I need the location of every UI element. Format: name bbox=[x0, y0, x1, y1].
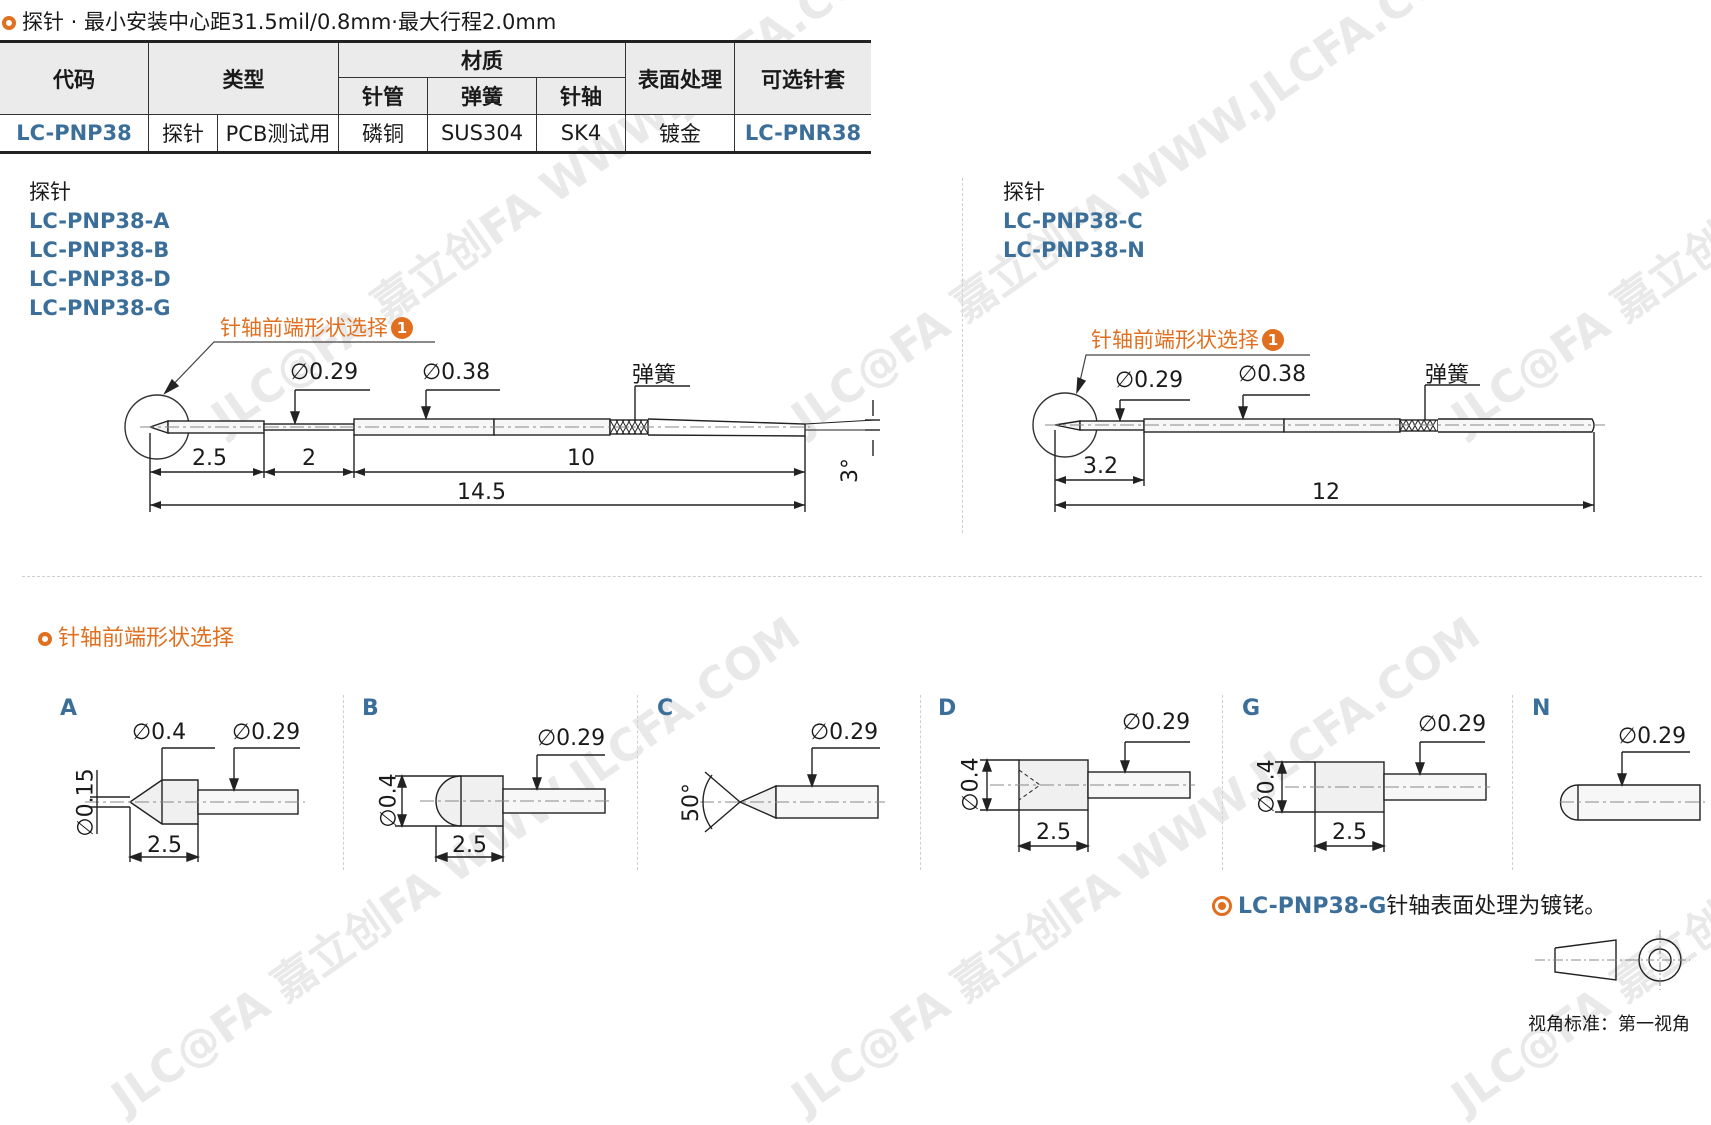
table-row: LC-PNP38 探针 PCB测试用 磷铜 SUS304 SK4 镀金 LC-P… bbox=[0, 114, 871, 154]
n-dim-shaft: ∅0.29 bbox=[1618, 724, 1687, 749]
left-dim-d029: ∅0.29 bbox=[290, 360, 359, 385]
circle-bullet-icon bbox=[2, 16, 16, 30]
page-title-text: 探针 · 最小安装中心距31.5mil/0.8mm·最大行程2.0mm bbox=[22, 10, 557, 34]
cell-sleeve[interactable]: LC-PNR38 bbox=[734, 114, 871, 154]
right-probe-list: 探针 LC-PNP38-C LC-PNP38-N bbox=[1003, 178, 1145, 265]
c-dim-angle: 50° bbox=[679, 783, 704, 822]
col-tube: 针管 bbox=[338, 77, 428, 115]
shape-section-title-text: 针轴前端形状选择 bbox=[58, 626, 235, 651]
left-callout-text: 针轴前端形状选择 bbox=[220, 316, 388, 340]
shape-divider bbox=[343, 695, 344, 870]
probe-code-d[interactable]: LC-PNP38-D bbox=[29, 267, 171, 291]
callout-badge: 1 bbox=[1262, 329, 1284, 351]
right-dim-d029: ∅0.29 bbox=[1115, 368, 1184, 393]
left-probe-heading: 探针 bbox=[29, 180, 71, 204]
shape-letter-a: A bbox=[60, 696, 78, 721]
c-dim-shaft: ∅0.29 bbox=[810, 720, 879, 745]
cell-spring: SUS304 bbox=[427, 114, 537, 154]
shape-letter-d: D bbox=[938, 696, 957, 721]
g-dim-head: ∅0.4 bbox=[1254, 759, 1280, 814]
probe-code-b[interactable]: LC-PNP38-B bbox=[29, 238, 170, 262]
col-material: 材质 bbox=[338, 40, 626, 78]
col-type: 类型 bbox=[148, 40, 339, 115]
probe-code-n[interactable]: LC-PNP38-N bbox=[1003, 238, 1145, 262]
b-dim-head: ∅0.4 bbox=[376, 773, 402, 828]
probe-code-g[interactable]: LC-PNP38-G bbox=[29, 296, 171, 320]
col-sleeve: 可选针套 bbox=[734, 40, 871, 115]
vertical-divider bbox=[962, 178, 963, 533]
table-header-row: 代码 类型 材质 表面处理 可选针套 bbox=[0, 40, 871, 115]
circle-bullet-icon bbox=[38, 632, 52, 646]
left-dim-body: 10 bbox=[567, 446, 595, 471]
cell-type1: 探针 bbox=[148, 114, 218, 154]
horizontal-divider bbox=[22, 576, 1702, 577]
note-code[interactable]: LC-PNP38-G bbox=[1238, 894, 1387, 919]
shape-letter-n: N bbox=[1532, 696, 1551, 721]
probe-code-a[interactable]: LC-PNP38-A bbox=[29, 209, 170, 233]
left-probe-list: 探针 LC-PNP38-A LC-PNP38-B LC-PNP38-D LC-P… bbox=[29, 178, 171, 323]
shape-divider bbox=[1512, 695, 1513, 870]
right-dim-spring: 弹簧 bbox=[1425, 363, 1470, 388]
shape-letter-b: B bbox=[362, 696, 379, 721]
left-dim-mid: 2 bbox=[302, 446, 316, 471]
col-spring: 弹簧 bbox=[427, 77, 537, 115]
right-dim-d038: ∅0.38 bbox=[1238, 362, 1307, 387]
spec-table: 代码 类型 材质 表面处理 可选针套 针管 弹簧 针轴 LC-PNP38 探针 … bbox=[0, 40, 871, 154]
d-dim-shaft: ∅0.29 bbox=[1122, 710, 1191, 735]
a-dim-small: ∅0.15 bbox=[73, 768, 99, 837]
right-dim-total: 12 bbox=[1312, 480, 1340, 505]
b-dim-len: 2.5 bbox=[452, 833, 487, 858]
shape-divider bbox=[637, 695, 638, 870]
d-dim-len: 2.5 bbox=[1036, 820, 1071, 845]
g-dim-shaft: ∅0.29 bbox=[1418, 712, 1487, 737]
cell-surface: 镀金 bbox=[625, 114, 735, 154]
d-dim-head: ∅0.4 bbox=[958, 757, 984, 812]
a-dim-tip: ∅0.4 bbox=[132, 720, 187, 745]
g-dim-len: 2.5 bbox=[1332, 820, 1367, 845]
left-probe-drawing bbox=[124, 341, 880, 512]
shape-divider bbox=[1222, 695, 1223, 870]
view-standard: 视角标准：第一视角 bbox=[1528, 1014, 1690, 1035]
cell-tube: 磷铜 bbox=[338, 114, 428, 154]
left-dim-total: 14.5 bbox=[457, 480, 506, 505]
cell-code[interactable]: LC-PNP38 bbox=[0, 114, 149, 154]
right-dim-tip: 3.2 bbox=[1083, 454, 1118, 479]
shape-divider bbox=[920, 695, 921, 870]
right-probe-heading: 探针 bbox=[1003, 180, 1045, 204]
a-dim-len: 2.5 bbox=[147, 833, 182, 858]
table-subheader-row: 针管 弹簧 针轴 bbox=[0, 77, 871, 115]
shape-letter-c: C bbox=[657, 696, 674, 721]
right-callout-text: 针轴前端形状选择 bbox=[1091, 328, 1259, 352]
probe-code-c[interactable]: LC-PNP38-C bbox=[1003, 209, 1143, 233]
shape-letter-g: G bbox=[1242, 696, 1261, 721]
b-dim-shaft: ∅0.29 bbox=[537, 726, 606, 751]
left-dim-tip: 2.5 bbox=[192, 446, 227, 471]
left-dim-d038: ∅0.38 bbox=[422, 360, 491, 385]
right-probe-drawing bbox=[1032, 354, 1605, 512]
shape-drawings bbox=[85, 741, 1705, 990]
col-shaft: 针轴 bbox=[536, 77, 626, 115]
col-code: 代码 bbox=[0, 40, 149, 115]
callout-badge: 1 bbox=[391, 317, 413, 339]
cell-type2: PCB测试用 bbox=[217, 114, 339, 154]
a-dim-shaft: ∅0.29 bbox=[232, 720, 301, 745]
shape-section-title: 针轴前端形状选择 bbox=[38, 620, 234, 652]
page-title: 探针 · 最小安装中心距31.5mil/0.8mm·最大行程2.0mm bbox=[2, 6, 556, 36]
target-bullet-icon bbox=[1212, 896, 1232, 916]
note-text: 针轴表面处理为镀铑。 bbox=[1386, 894, 1607, 919]
left-dim-spring: 弹簧 bbox=[632, 363, 677, 388]
surface-note: LC-PNP38-G针轴表面处理为镀铑。 bbox=[1212, 888, 1606, 920]
